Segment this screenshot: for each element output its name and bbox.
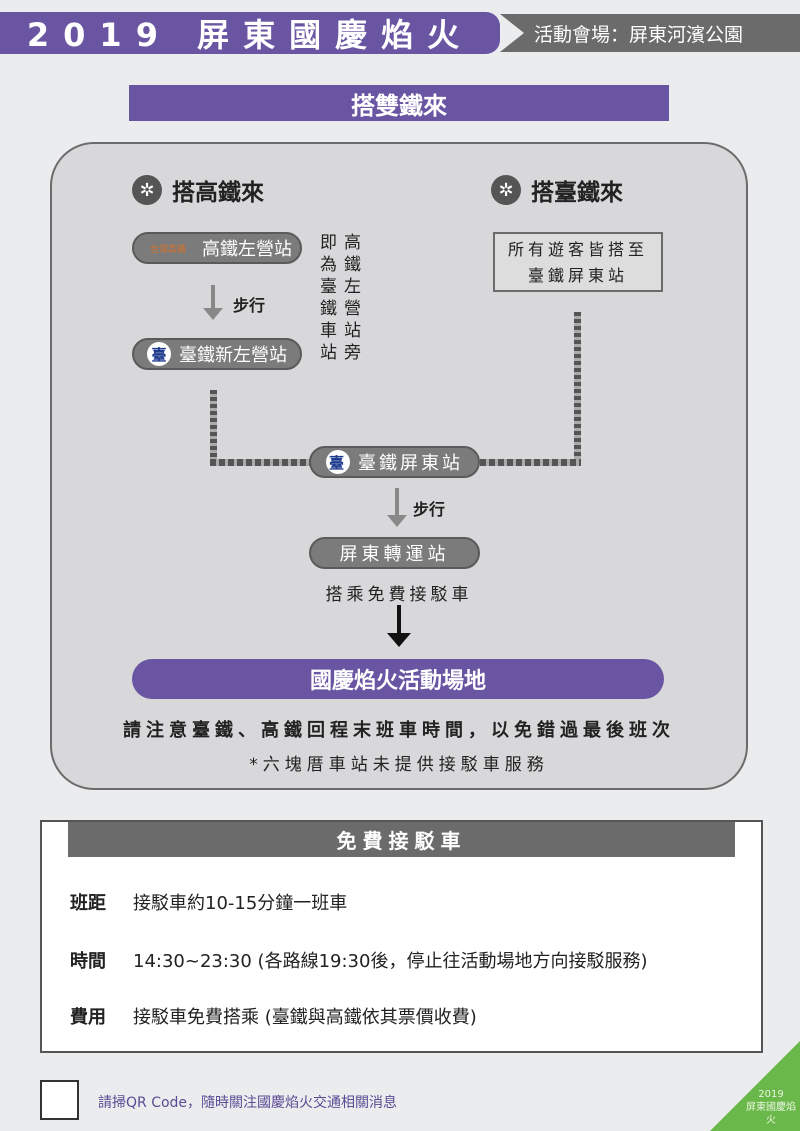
tra-note: 所有遊客皆搭至 臺鐵屏東站 bbox=[493, 232, 663, 292]
hsr-zuoying-station: 台灣高鐵 高鐵左營站 bbox=[132, 232, 302, 264]
hsr-heading-label: 搭高鐵來 bbox=[172, 180, 264, 206]
station-label: 臺鐵新左營站 bbox=[179, 345, 287, 366]
arrow-head-icon bbox=[387, 515, 407, 527]
sun-icon: ✲ bbox=[491, 175, 521, 205]
info-row: 費用 接駁車免費搭乘 (臺鐵與高鐵依其票價收費) bbox=[70, 1003, 477, 1029]
arrow-head-icon bbox=[387, 633, 411, 647]
station-label: 臺鐵屏東站 bbox=[358, 453, 463, 474]
walk-label: 步行 bbox=[413, 500, 446, 519]
info-value: 14:30~23:30 (各路線19:30後，停止往活動場地方向接駁服務) bbox=[133, 951, 648, 972]
shuttle-info-box bbox=[40, 820, 763, 1053]
venue-banner: 活動會場：屏東河濱公園 bbox=[500, 14, 800, 52]
station-label: 高鐵左營站 bbox=[202, 239, 292, 260]
hsr-note: 高鐵左營站旁即為臺鐵車站 bbox=[316, 233, 360, 365]
rail-track bbox=[574, 312, 581, 465]
rail-track bbox=[480, 459, 581, 466]
info-label: 費用 bbox=[70, 1007, 106, 1028]
section-title: 搭雙鐵來 bbox=[129, 85, 669, 121]
info-label: 班距 bbox=[70, 893, 106, 914]
info-label: 時間 bbox=[70, 951, 106, 972]
sun-icon: ✲ bbox=[132, 175, 162, 205]
footnote: *六塊厝車站未提供接駁車服務 bbox=[249, 755, 549, 775]
arrow-down-icon bbox=[397, 605, 401, 635]
pingtung-station: 臺 臺鐵屏東站 bbox=[309, 446, 480, 478]
shuttle-label: 搭乘免費接駁車 bbox=[325, 585, 473, 605]
shuttle-info-title: 免費接駁車 bbox=[68, 822, 735, 857]
info-row: 班距 接駁車約10-15分鐘一班車 bbox=[70, 889, 347, 915]
tra-xinzuoying-station: 臺 臺鐵新左營站 bbox=[132, 338, 302, 370]
corner-title: 屏東國慶焰火 bbox=[746, 1102, 796, 1126]
arrow-down-icon bbox=[211, 285, 215, 309]
tra-heading: ✲ 搭臺鐵來 bbox=[491, 173, 623, 207]
hsr-heading: ✲ 搭高鐵來 bbox=[132, 173, 264, 207]
tra-logo-icon: 臺 bbox=[147, 342, 171, 366]
pingtung-transfer-station: 屏東轉運站 bbox=[309, 537, 480, 569]
info-value: 接駁車免費搭乘 (臺鐵與高鐵依其票價收費) bbox=[133, 1007, 477, 1028]
corner-year: 2019 bbox=[758, 1089, 784, 1100]
destination-pill: 國慶焰火活動場地 bbox=[132, 659, 664, 699]
arrow-down-icon bbox=[395, 488, 399, 516]
page-title: 2019 屏東國慶焰火 bbox=[0, 12, 500, 54]
rail-track bbox=[210, 459, 310, 466]
info-value: 接駁車約10-15分鐘一班車 bbox=[133, 893, 348, 914]
walk-label: 步行 bbox=[233, 296, 266, 315]
tra-note-line1: 所有遊客皆搭至 bbox=[507, 240, 648, 259]
warning-note: 請注意臺鐵、高鐵回程末班車時間，以免錯過最後班次 bbox=[123, 720, 675, 741]
corner-badge-text: 2019 屏東國慶焰火 bbox=[746, 1088, 796, 1127]
hsr-logo-icon: 台灣高鐵 bbox=[149, 244, 186, 255]
arrow-head-icon bbox=[203, 308, 223, 320]
rail-track bbox=[210, 390, 217, 465]
qr-caption: 請掃QR Code，隨時關注國慶焰火交通相關消息 bbox=[98, 1095, 398, 1111]
tra-logo-icon: 臺 bbox=[326, 450, 350, 474]
qr-code[interactable] bbox=[40, 1080, 79, 1120]
tra-note-line2: 臺鐵屏東站 bbox=[527, 266, 628, 285]
info-row: 時間 14:30~23:30 (各路線19:30後，停止往活動場地方向接駁服務) bbox=[70, 947, 647, 973]
tra-heading-label: 搭臺鐵來 bbox=[531, 180, 623, 206]
